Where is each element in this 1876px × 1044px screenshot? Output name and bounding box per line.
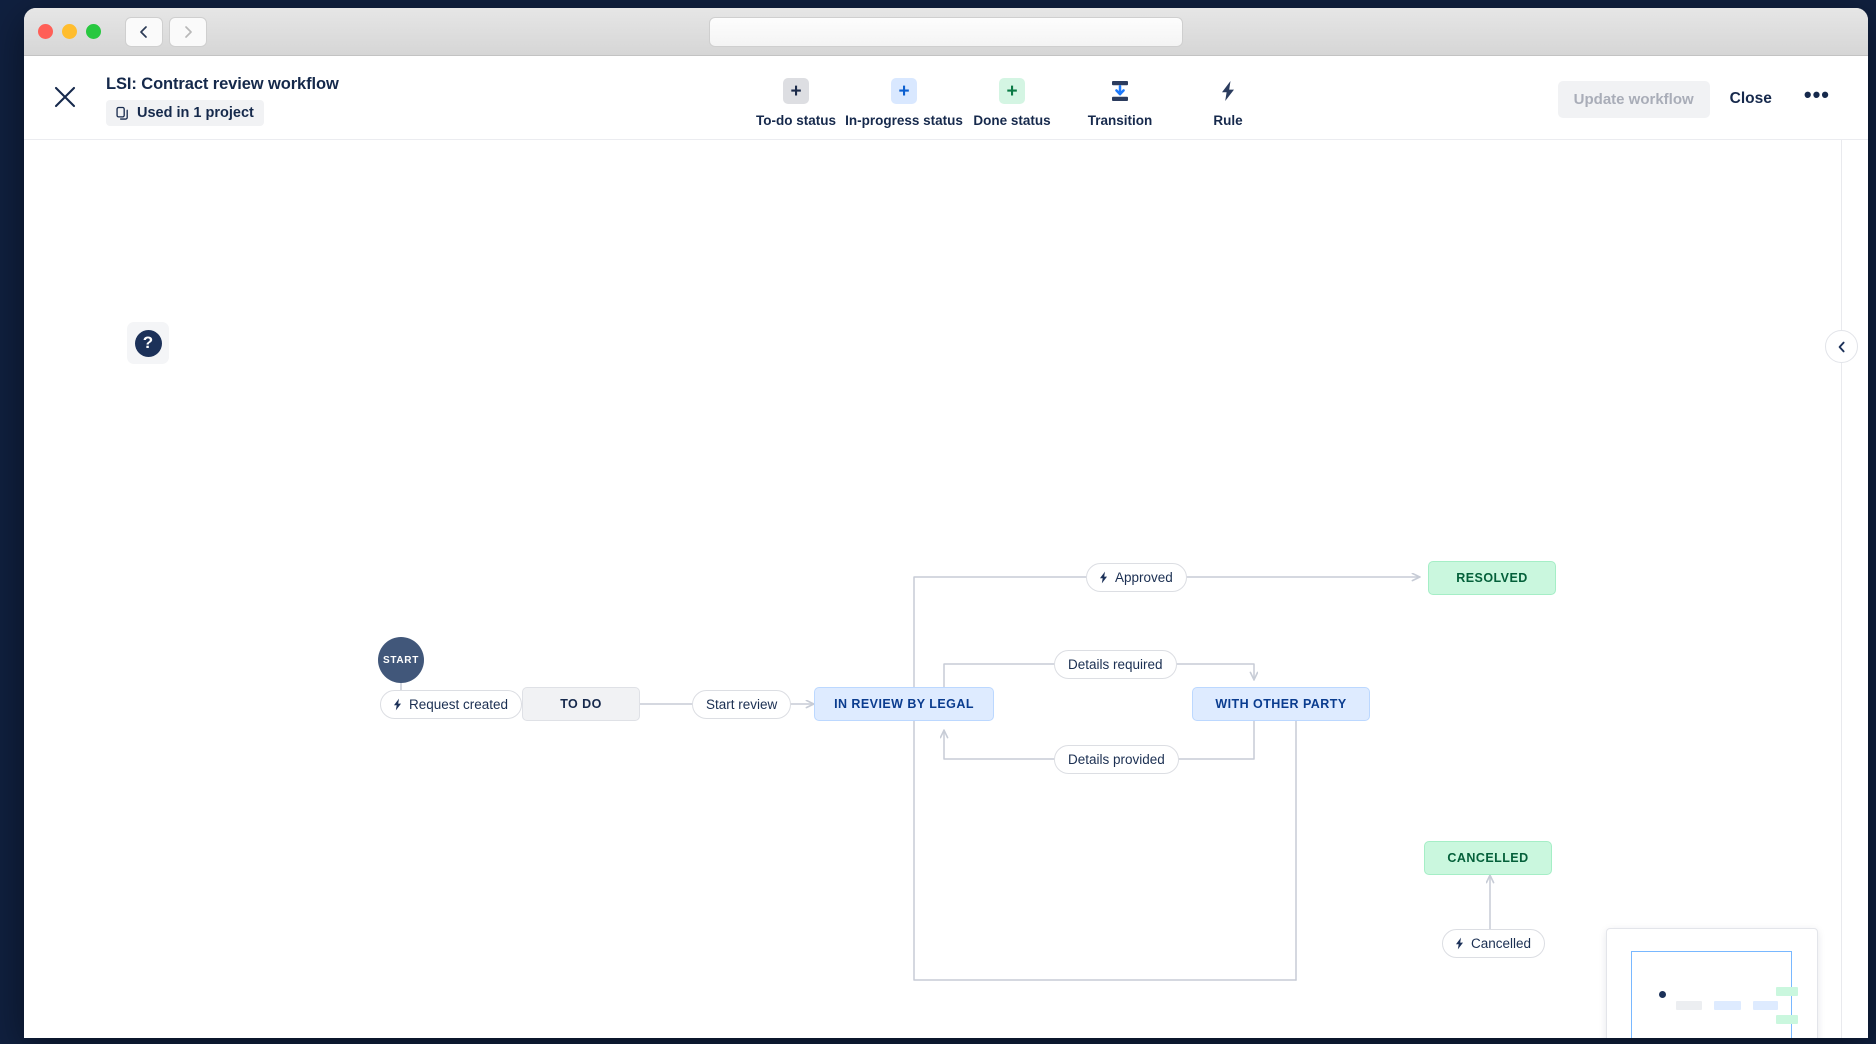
close-button[interactable]: Close <box>1714 80 1788 118</box>
node-cancelled[interactable]: CANCELLED <box>1424 841 1552 875</box>
transition-label: Approved <box>1115 570 1173 585</box>
back-button[interactable] <box>125 16 163 47</box>
node-label: RESOLVED <box>1456 571 1528 585</box>
chevron-left-icon <box>1838 341 1845 352</box>
node-start[interactable]: START <box>378 637 424 683</box>
workflow-canvas[interactable]: ? <box>24 140 1868 1038</box>
transition-approved[interactable]: Approved <box>1086 563 1187 592</box>
browser-nav-buttons <box>125 16 207 47</box>
lightning-bolt-icon <box>391 697 404 712</box>
question-mark-icon: ? <box>134 329 162 357</box>
right-panel-divider <box>1841 140 1842 1038</box>
tool-label: Rule <box>1213 113 1243 128</box>
minimap-viewport[interactable] <box>1631 951 1792 1038</box>
minimap-node-cancelled <box>1776 1015 1798 1024</box>
edge-details-provided-to-review <box>944 729 1055 760</box>
transition-icon <box>1112 81 1128 101</box>
chevron-right-icon <box>185 25 192 38</box>
edge-review-to-approved <box>913 576 1087 688</box>
lightning-bolt-icon <box>1453 936 1466 951</box>
minimize-window-button[interactable] <box>62 24 77 39</box>
more-options-button[interactable]: ••• <box>1792 80 1842 118</box>
node-label: TO DO <box>560 697 602 711</box>
lightning-bolt-icon <box>1222 81 1234 101</box>
close-x-icon <box>54 86 76 108</box>
tool-label: Transition <box>1087 113 1153 128</box>
node-label: CANCELLED <box>1447 851 1529 865</box>
plus-icon: + <box>783 78 809 104</box>
address-bar[interactable] <box>709 16 1183 47</box>
forward-button[interactable] <box>169 16 207 47</box>
add-inprogress-status-button[interactable]: + In-progress status <box>845 72 963 128</box>
used-in-label: Used in 1 project <box>137 105 254 121</box>
transition-start-review[interactable]: Start review <box>692 690 792 719</box>
transition-label: Details provided <box>1068 752 1165 767</box>
minimap-node-resolved <box>1776 987 1798 996</box>
plus-icon: + <box>999 78 1025 104</box>
node-with-other-party[interactable]: WITH OTHER PARTY <box>1192 687 1370 721</box>
transition-details-required[interactable]: Details required <box>1054 650 1177 679</box>
add-transition-button[interactable]: Transition <box>1066 72 1174 128</box>
transition-icon-wrap <box>1107 78 1133 104</box>
add-todo-status-button[interactable]: + To-do status <box>742 72 850 128</box>
used-in-badge[interactable]: Used in 1 project <box>106 100 264 126</box>
lightning-bolt-icon-wrap <box>1215 78 1241 104</box>
edge-review-bottom-loop <box>913 720 1297 981</box>
browser-window: LSI: Contract review workflow Used in 1 … <box>24 8 1868 1038</box>
transition-request-created[interactable]: Request created <box>380 690 523 719</box>
page-title: LSI: Contract review workflow <box>106 75 339 93</box>
add-rule-button[interactable]: Rule <box>1174 72 1282 128</box>
node-resolved[interactable]: RESOLVED <box>1428 561 1556 595</box>
edge-other-to-details-provided <box>1145 720 1255 760</box>
transition-label: Request created <box>409 697 509 712</box>
chevron-left-icon <box>140 25 147 38</box>
tool-label: Done status <box>973 113 1051 128</box>
title-block: LSI: Contract review workflow Used in 1 … <box>106 74 339 126</box>
lightning-bolt-icon <box>1097 570 1110 585</box>
browser-chrome <box>24 8 1868 56</box>
collapse-panel-button[interactable] <box>1825 330 1858 363</box>
minimap-panel[interactable] <box>1606 928 1818 1038</box>
copy-icon <box>116 106 128 120</box>
tool-label: To-do status <box>756 113 836 128</box>
add-done-status-button[interactable]: + Done status <box>958 72 1066 128</box>
edge-review-to-details-required <box>943 663 1055 688</box>
minimap-node-todo <box>1676 1001 1702 1010</box>
plus-icon: + <box>891 78 917 104</box>
transition-details-provided[interactable]: Details provided <box>1054 745 1179 774</box>
workflow-edges <box>400 140 1868 981</box>
workflow-toolbar: + To-do status + In-progress status + Do… <box>742 72 1282 128</box>
node-label: IN REVIEW BY LEGAL <box>834 697 974 711</box>
node-todo[interactable]: TO DO <box>522 687 640 721</box>
tool-label: In-progress status <box>845 113 963 128</box>
help-button[interactable]: ? <box>127 322 169 364</box>
update-workflow-button[interactable]: Update workflow <box>1557 80 1710 118</box>
close-workflow-icon[interactable] <box>46 78 84 116</box>
node-label: START <box>382 654 420 666</box>
transition-label: Start review <box>706 697 778 712</box>
transition-label: Cancelled <box>1471 936 1532 951</box>
header-actions: Update workflow Close ••• <box>1557 80 1842 118</box>
node-label: WITH OTHER PARTY <box>1215 697 1347 711</box>
window-controls <box>38 24 101 39</box>
edge-details-required-to-other <box>1145 663 1254 681</box>
close-window-button[interactable] <box>38 24 53 39</box>
minimap-node-other <box>1753 1001 1778 1010</box>
app-header: LSI: Contract review workflow Used in 1 … <box>24 56 1868 140</box>
transition-cancelled[interactable]: Cancelled <box>1442 929 1546 958</box>
transition-label: Details required <box>1068 657 1163 672</box>
node-in-review-by-legal[interactable]: IN REVIEW BY LEGAL <box>814 687 994 721</box>
maximize-window-button[interactable] <box>86 24 101 39</box>
minimap-node-review <box>1714 1001 1741 1010</box>
minimap-node-start <box>1659 991 1666 998</box>
